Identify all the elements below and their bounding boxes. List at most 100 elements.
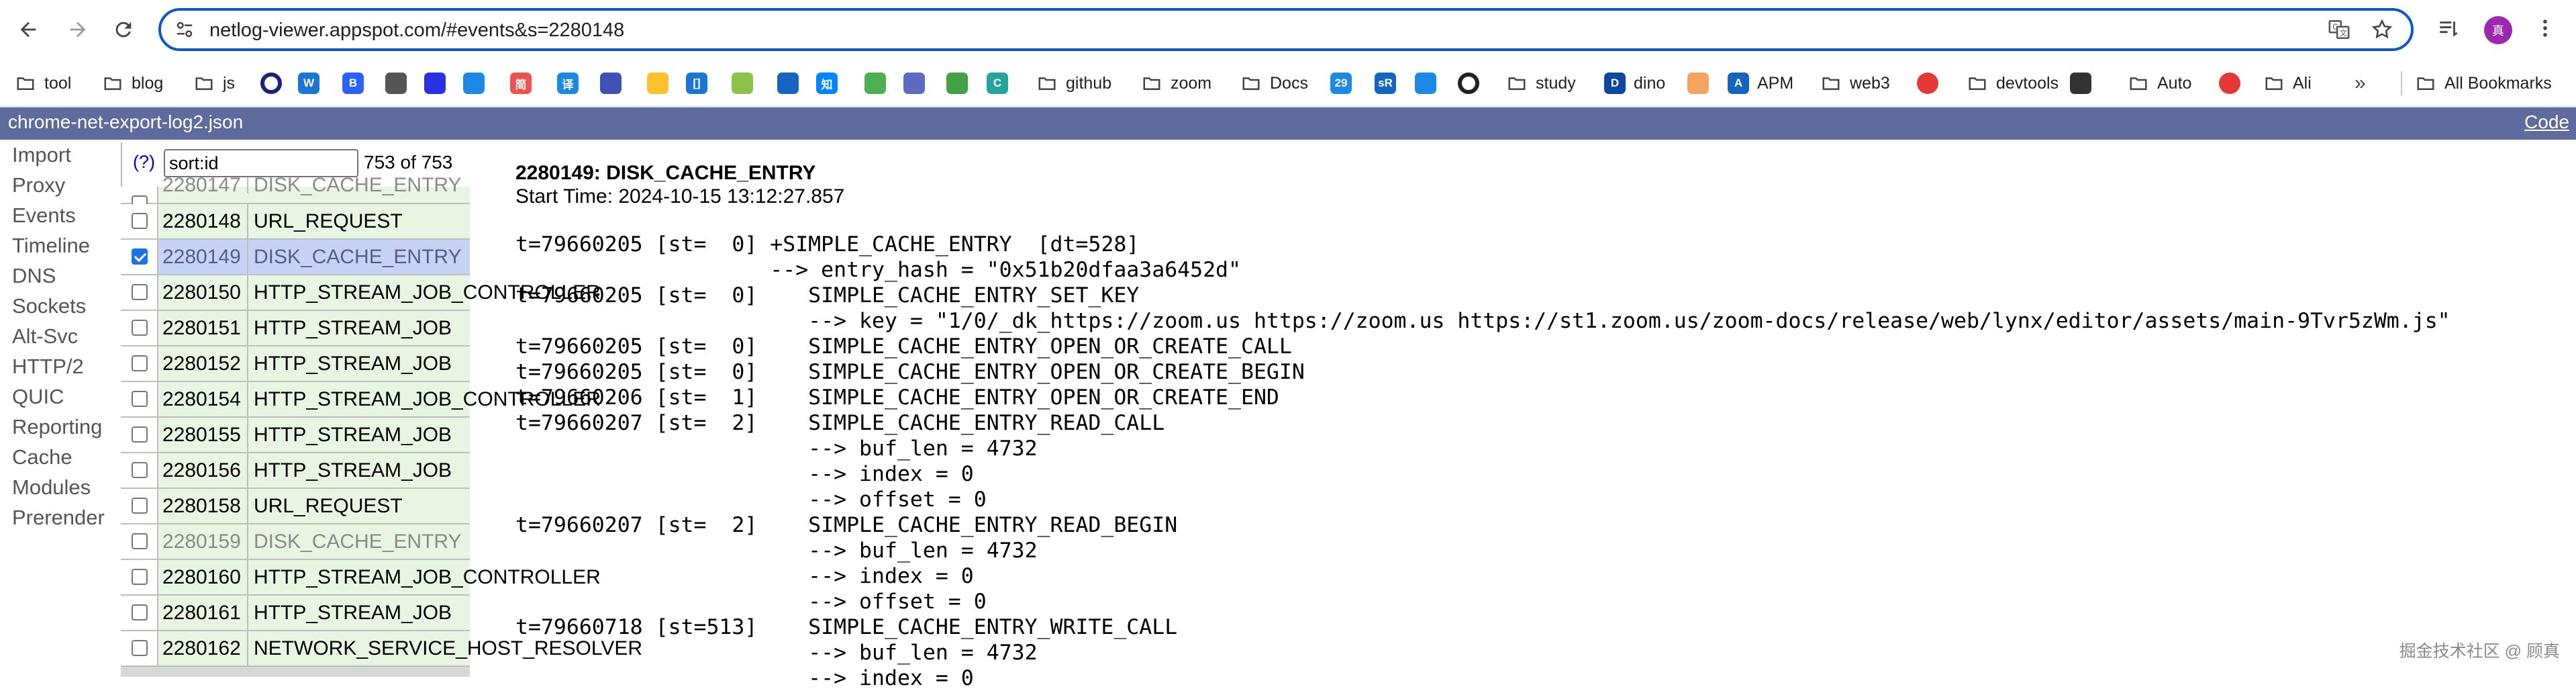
star-icon[interactable] bbox=[2371, 18, 2393, 41]
reload-button[interactable] bbox=[105, 11, 142, 48]
row-checkbox[interactable] bbox=[132, 284, 148, 300]
bookmark-auto[interactable]: Auto bbox=[2128, 59, 2191, 107]
bookmark-face[interactable] bbox=[1687, 59, 1709, 107]
bookmark-circle[interactable] bbox=[1458, 59, 1479, 107]
bookmark-b[interactable]: B bbox=[342, 59, 364, 107]
bookmark-rainbow[interactable] bbox=[647, 59, 668, 107]
tab-cache[interactable]: Cache bbox=[12, 445, 72, 469]
bookmark-github[interactable]: github bbox=[1036, 59, 1111, 107]
row-checkbox-cell bbox=[121, 631, 158, 665]
bookmark-zoom[interactable]: zoom bbox=[1141, 59, 1211, 107]
profile-avatar[interactable]: 真 bbox=[2484, 16, 2512, 44]
bookmark-notes[interactable] bbox=[777, 59, 799, 107]
row-checkbox[interactable] bbox=[132, 320, 148, 336]
bookmark-weibo[interactable] bbox=[2219, 59, 2240, 107]
address-bar[interactable]: netlog-viewer.appspot.com/#events&s=2280… bbox=[158, 8, 2414, 51]
row-checkbox[interactable] bbox=[132, 355, 148, 371]
bookmark-jira[interactable] bbox=[1415, 59, 1436, 107]
bookmark-ali[interactable]: Ali bbox=[2263, 59, 2312, 107]
bookmark-label: devtools bbox=[1996, 73, 2059, 93]
bookmark-apple[interactable] bbox=[2070, 59, 2091, 107]
row-checkbox[interactable] bbox=[132, 248, 148, 265]
row-checkbox-cell bbox=[121, 311, 158, 345]
bookmark-chat[interactable] bbox=[732, 59, 753, 107]
bookmark-grid[interactable] bbox=[946, 59, 968, 107]
row-checkbox[interactable] bbox=[132, 213, 148, 229]
bookmark-web3[interactable]: web3 bbox=[1820, 59, 1890, 107]
bookmark-layers[interactable] bbox=[463, 59, 485, 107]
bookmark-docs[interactable]: Docs bbox=[1240, 59, 1308, 107]
bookmark-study[interactable]: study bbox=[1506, 59, 1576, 107]
event-source-type: URL_REQUEST bbox=[254, 210, 403, 232]
filter-help-link[interactable]: (?) bbox=[133, 152, 155, 172]
tab-alt-svc[interactable]: Alt-Svc bbox=[12, 324, 79, 348]
filter-input[interactable] bbox=[164, 149, 358, 177]
tab-http-2[interactable]: HTTP/2 bbox=[12, 355, 84, 378]
url-text[interactable]: netlog-viewer.appspot.com/#events&s=2280… bbox=[209, 19, 625, 41]
tab-quic[interactable]: QUIC bbox=[12, 385, 64, 408]
bookmark-yi[interactable]: 译 bbox=[557, 59, 579, 107]
row-checkbox[interactable] bbox=[132, 604, 148, 620]
bookmark-js[interactable]: js bbox=[193, 59, 235, 107]
all-bookmarks-button[interactable]: All Bookmarks bbox=[2415, 59, 2552, 107]
tab-proxy[interactable]: Proxy bbox=[12, 173, 66, 197]
bookmark-devtools[interactable]: devtools bbox=[1967, 59, 2059, 107]
row-checkbox[interactable] bbox=[132, 391, 148, 407]
bookmark-calendar[interactable]: 29 bbox=[1330, 59, 1352, 107]
browser-menu-button[interactable] bbox=[2532, 15, 2559, 42]
bookmark-w[interactable]: W bbox=[298, 59, 319, 107]
bookmark-chrome[interactable] bbox=[864, 59, 886, 107]
tab-modules[interactable]: Modules bbox=[12, 475, 91, 499]
tab-reporting[interactable]: Reporting bbox=[12, 415, 103, 439]
row-checkbox[interactable] bbox=[132, 462, 148, 478]
bookmark-pen[interactable] bbox=[385, 59, 407, 107]
reading-list-button[interactable] bbox=[2435, 15, 2462, 42]
bookmark-ring[interactable] bbox=[260, 59, 282, 107]
translate-icon[interactable]: G 文 bbox=[2328, 18, 2350, 41]
code-link[interactable]: Code bbox=[2524, 111, 2569, 132]
bookmark-srk[interactable]: sR bbox=[1375, 59, 1396, 107]
bookmark-jian[interactable]: 简 bbox=[510, 59, 532, 107]
tab-import[interactable]: Import bbox=[12, 143, 71, 167]
tab-dns[interactable]: DNS bbox=[12, 264, 56, 287]
bookmarks-overflow-button[interactable]: » bbox=[2355, 59, 2366, 107]
bookmark-blog[interactable]: blog bbox=[102, 59, 163, 107]
bookmark-paw[interactable] bbox=[424, 59, 446, 107]
bookmark-bracket[interactable]: [] bbox=[686, 59, 707, 107]
row-checkbox[interactable] bbox=[132, 533, 148, 549]
bookmark-target[interactable] bbox=[1917, 59, 1938, 107]
row-checkbox[interactable] bbox=[132, 640, 148, 656]
bookmark-translate[interactable] bbox=[600, 59, 622, 107]
tab-events[interactable]: Events bbox=[12, 203, 76, 227]
bookmark-c[interactable]: C bbox=[987, 59, 1008, 107]
back-button[interactable] bbox=[9, 11, 47, 48]
tab-prerender[interactable]: Prerender bbox=[12, 506, 105, 529]
row-checkbox[interactable] bbox=[132, 569, 148, 585]
forward-button[interactable] bbox=[59, 11, 97, 48]
row-checkbox[interactable] bbox=[132, 426, 148, 443]
tab-sockets[interactable]: Sockets bbox=[12, 294, 87, 318]
site-settings-icon[interactable] bbox=[175, 19, 195, 40]
bookmark-zhi[interactable]: 知 bbox=[816, 59, 838, 107]
event-id: 2280155 bbox=[161, 418, 248, 452]
row-checkbox[interactable] bbox=[132, 498, 148, 514]
bookmark-network[interactable] bbox=[903, 59, 925, 107]
tab-timeline[interactable]: Timeline bbox=[12, 234, 90, 257]
bookmark-tool[interactable]: tool bbox=[15, 59, 71, 107]
